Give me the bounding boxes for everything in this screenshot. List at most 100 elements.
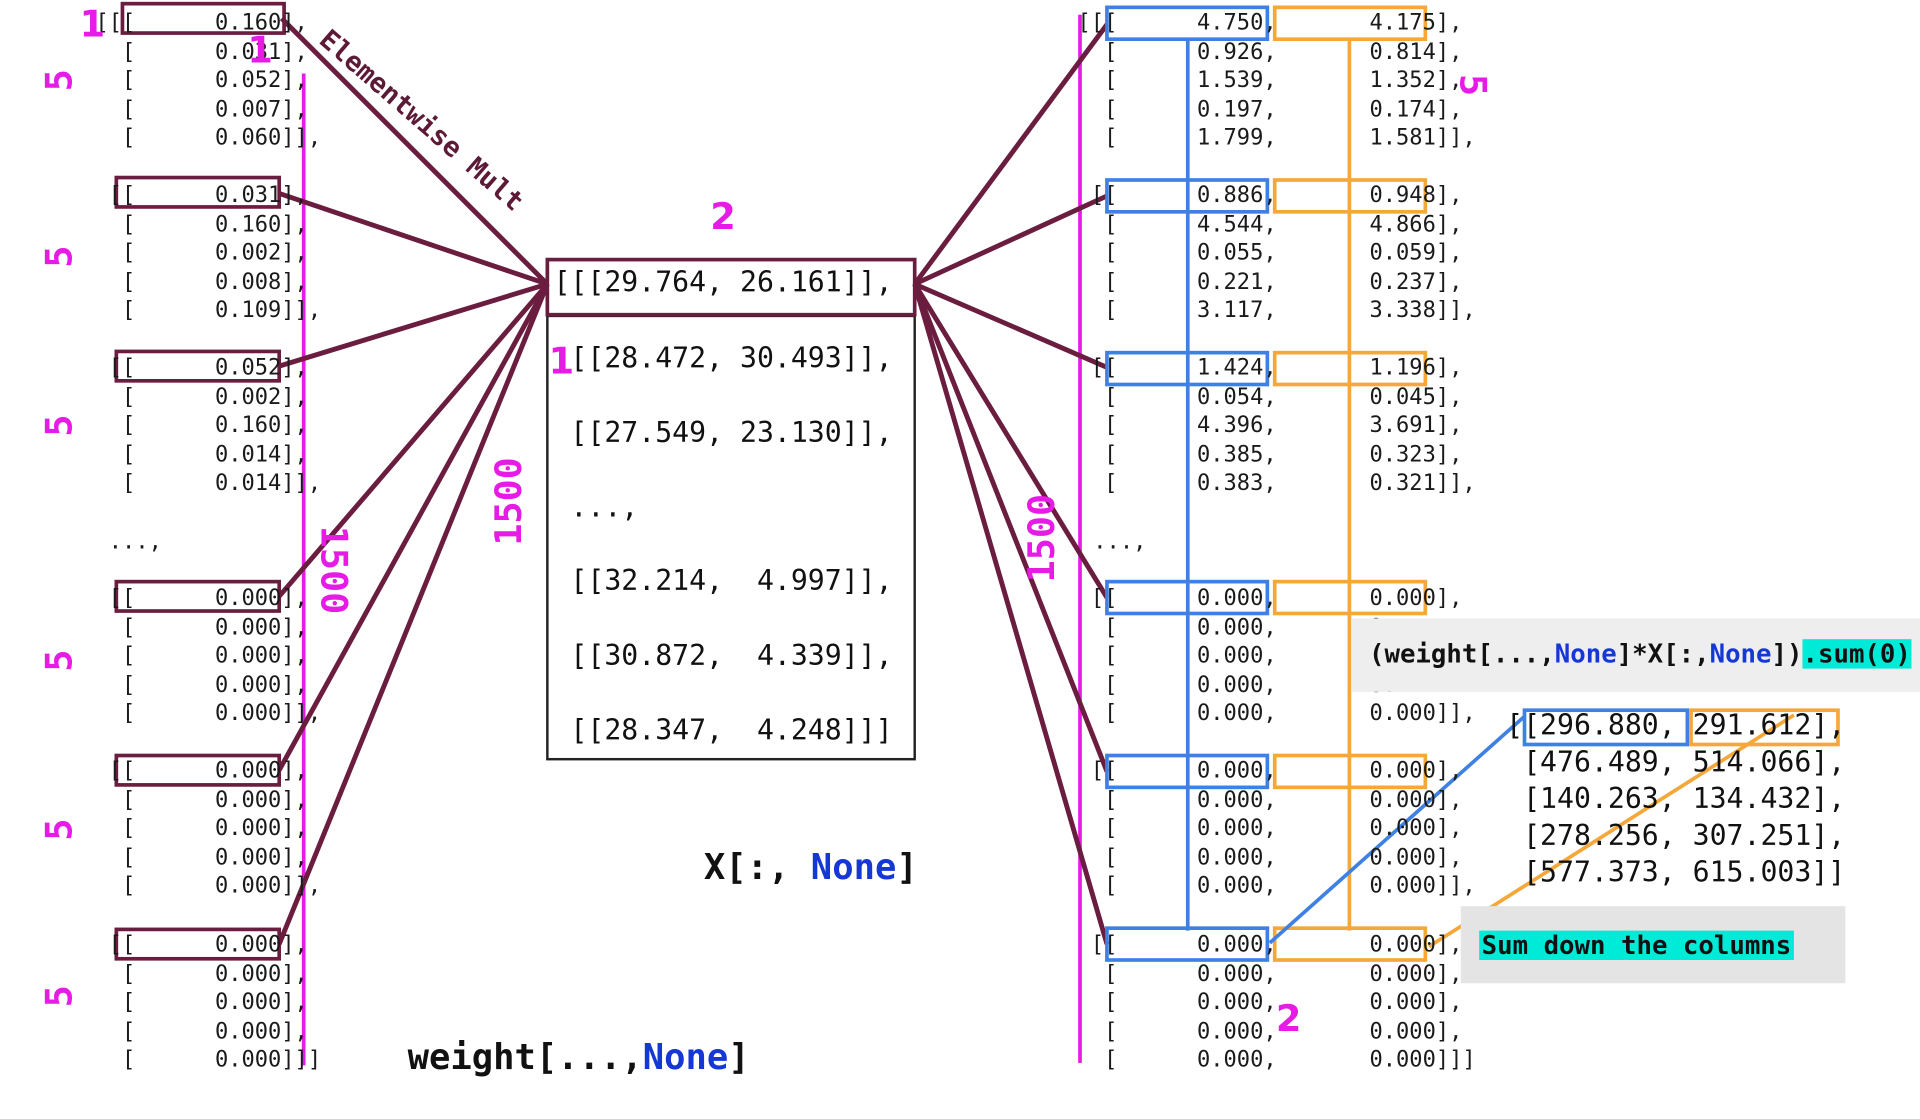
left-group-size-label: 5 bbox=[38, 245, 82, 268]
product-row: [ 0.000, 0.000]]] bbox=[1077, 1046, 1476, 1073]
left-group-size-label: 5 bbox=[38, 414, 82, 437]
left-dim-label: 1500 bbox=[311, 525, 355, 615]
connection-lines bbox=[114, 1, 1840, 1066]
product-row: [ 0.000, 0.000], bbox=[1077, 786, 1463, 813]
product-row: [ 0.054, 0.045], bbox=[1077, 383, 1463, 410]
result-blue-box bbox=[1522, 708, 1690, 747]
x-row: [[30.872, 4.339]], bbox=[553, 640, 893, 673]
right-group-size-label: 5 bbox=[1450, 74, 1494, 97]
result-row: [[296.880, 291.612], bbox=[1506, 710, 1846, 743]
product-row: [ 0.197, 0.174], bbox=[1077, 96, 1463, 122]
product-row: [ 0.385, 0.323], bbox=[1077, 441, 1463, 468]
product-row: [ 0.383, 0.321]], bbox=[1077, 470, 1476, 496]
product-row: [ 1.539, 1.352], bbox=[1077, 67, 1463, 94]
product-row: [[ 0.000, 0.000], bbox=[1077, 757, 1463, 784]
weight-row: [ 0.160], bbox=[95, 211, 308, 237]
code-expression: (weight[...,None]*X[:,None]).sum(0) bbox=[1368, 639, 1911, 669]
product-row: [ 0.000, 0.000], bbox=[1077, 960, 1463, 987]
weight-row: [ 0.060]], bbox=[95, 124, 322, 151]
broadcast-diagram: [[[ 0.160], [ 0.031], [ 0.052], [ 0.007]… bbox=[38, 1, 1920, 1078]
left-group-size-label: 5 bbox=[38, 69, 82, 92]
right-col-label: 2 bbox=[1275, 997, 1302, 1041]
weight-row: [[[ 0.160], bbox=[95, 9, 308, 36]
result-row: [140.263, 134.432], bbox=[1506, 783, 1846, 816]
result-row: [278.256, 307.251], bbox=[1506, 820, 1846, 853]
left-index-label-2: 1 bbox=[247, 29, 273, 73]
product-row: [ 0.000, 0.000], bbox=[1077, 989, 1463, 1016]
product-row: [ 0.000, 0. bbox=[1077, 642, 1397, 669]
left-ellipsis: ..., bbox=[95, 528, 162, 555]
product-row: [ 3.117, 3.338]], bbox=[1077, 297, 1476, 324]
weight-row: [[ 0.000], bbox=[95, 585, 308, 612]
orange-boxes bbox=[1272, 5, 1428, 962]
product-row: [[ 0.000, 0.000], bbox=[1077, 585, 1463, 612]
weight-row: [ 0.008], bbox=[95, 268, 308, 295]
product-row: [ 0.000, 0.000]], bbox=[1077, 873, 1476, 899]
product-row: [[ 0.000, 0.000], bbox=[1077, 931, 1463, 958]
product-row: [ 0.000, 0.000], bbox=[1077, 815, 1463, 842]
weight-row: [ 0.000], bbox=[95, 960, 308, 987]
x-row: [[27.549, 23.130]], bbox=[553, 417, 893, 450]
weight-row: [ 0.109]], bbox=[95, 297, 322, 324]
weight-row: [ 0.000]], bbox=[95, 700, 322, 727]
blue-boxes bbox=[1105, 5, 1270, 962]
sum-label: Sum down the columns bbox=[1479, 930, 1794, 961]
weight-row: [ 0.000], bbox=[95, 1018, 308, 1044]
weight-row: [ 0.000]], bbox=[95, 873, 322, 899]
weight-row: [ 0.014], bbox=[95, 441, 308, 468]
product-row: [[ 1.424, 1.196], bbox=[1077, 355, 1463, 381]
right-dim-label: 1500 bbox=[1020, 493, 1064, 583]
weight-row: [ 0.014]], bbox=[95, 470, 322, 496]
product-row: [ 0.221, 0.237], bbox=[1077, 268, 1463, 295]
weight-row: [ 0.000], bbox=[95, 815, 308, 842]
blue-sum-line bbox=[1268, 714, 1526, 945]
result-row: [476.489, 514.066], bbox=[1506, 746, 1846, 779]
result-row: [577.373, 615.003]] bbox=[1506, 857, 1846, 889]
weight-caption: weight[...,None] bbox=[407, 1035, 750, 1078]
weight-row: [[ 0.052], bbox=[95, 355, 308, 381]
middle-top-box bbox=[545, 257, 917, 317]
product-row: [ 0.926, 0.814], bbox=[1077, 38, 1463, 65]
weight-row: [ 0.160], bbox=[95, 412, 308, 439]
weight-row: [[ 0.031], bbox=[95, 182, 308, 209]
weight-row: [ 0.000], bbox=[95, 844, 308, 871]
product-row: [ 0.000, 0.000]], bbox=[1077, 700, 1476, 727]
product-row: [ 0.000, 0.000], bbox=[1077, 1018, 1463, 1044]
result-orange-box bbox=[1689, 708, 1840, 747]
left-group-size-label: 5 bbox=[38, 649, 82, 672]
product-row: [ 1.799, 1.581]], bbox=[1077, 124, 1476, 151]
middle-top-label: 2 bbox=[710, 195, 736, 239]
weight-row: [ 0.007], bbox=[95, 96, 308, 122]
weight-row: [[ 0.000], bbox=[95, 931, 308, 958]
middle-side-label: 1 bbox=[548, 340, 575, 384]
weight-row: [ 0.000], bbox=[95, 642, 308, 669]
product-row: [[[ 4.750, 4.175], bbox=[1077, 9, 1463, 36]
x-row: ..., bbox=[553, 492, 639, 525]
right-ellipsis: ..., bbox=[1080, 528, 1147, 555]
left-group-size-label: 5 bbox=[38, 818, 82, 841]
product-row: [ 0.055, 0.059], bbox=[1077, 240, 1463, 266]
x-row: [[[29.764, 26.161]], bbox=[553, 266, 893, 299]
left-highlight-boxes bbox=[114, 1, 286, 961]
product-row: [ 4.396, 3.691], bbox=[1077, 412, 1463, 439]
weight-row: [ 0.000], bbox=[95, 786, 308, 813]
product-row: [ 4.544, 4.866], bbox=[1077, 211, 1463, 237]
weight-row: [ 0.000], bbox=[95, 989, 308, 1016]
left-index-label: 1 bbox=[79, 3, 106, 47]
weight-row: [ 0.002], bbox=[95, 383, 308, 410]
product-row: [ 0.000, 0. bbox=[1077, 671, 1397, 698]
middle-outer-box bbox=[546, 314, 916, 761]
weight-row: [ 0.002], bbox=[95, 240, 308, 266]
weight-row: [ 0.000], bbox=[95, 671, 308, 698]
product-row: [ 0.000, 0.000], bbox=[1077, 844, 1463, 871]
left-wires bbox=[276, 16, 550, 946]
middle-dim-label: 1500 bbox=[488, 457, 531, 546]
weight-row: [ 0.052], bbox=[95, 67, 308, 94]
left-group-size-label: 5 bbox=[38, 985, 82, 1008]
right-wires bbox=[912, 23, 1110, 945]
x-row: [[28.472, 30.493]], bbox=[553, 342, 893, 375]
x-caption: X[:, None] bbox=[703, 846, 918, 888]
weight-row: [ 0.031], bbox=[95, 38, 308, 65]
x-row: [[28.347, 4.248]]] bbox=[553, 715, 893, 747]
weight-row: [ 0.000], bbox=[95, 614, 308, 640]
